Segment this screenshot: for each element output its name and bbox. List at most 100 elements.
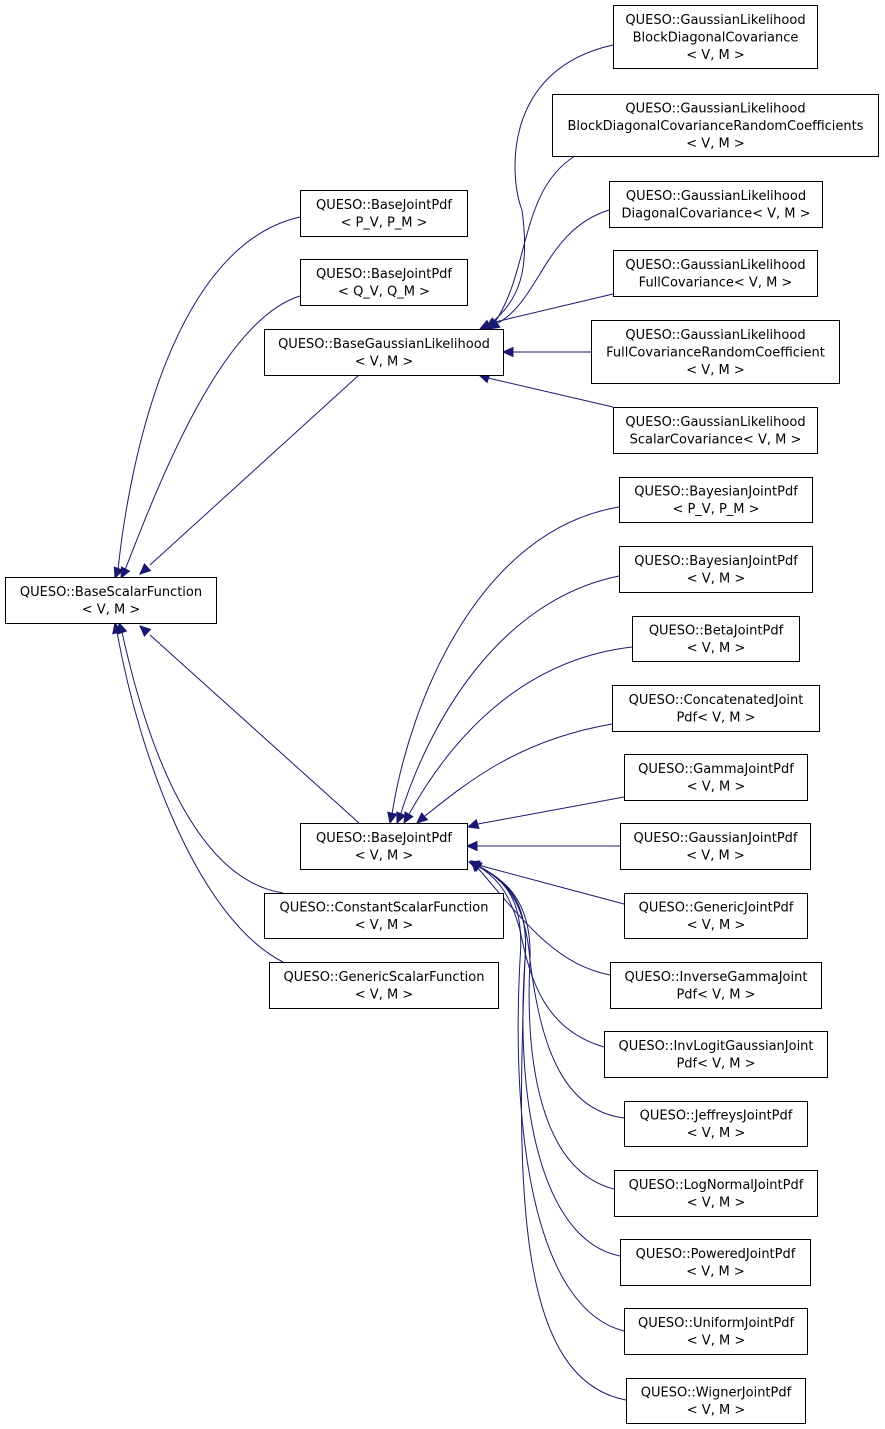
class-box[interactable]: [624, 1101, 808, 1147]
arrowhead-icon: [465, 840, 478, 852]
class-node-beta[interactable]: QUESO::BetaJointPdf< V, M >: [632, 616, 800, 662]
class-node-csf[interactable]: QUESO::ConstantScalarFunction< V, M >: [264, 893, 504, 939]
edge-line: [116, 631, 284, 963]
class-node-basescalar[interactable]: QUESO::BaseScalarFunction< V, M >: [5, 577, 217, 624]
class-box[interactable]: [613, 5, 818, 69]
class-node-glbdrc[interactable]: QUESO::GaussianLikelihoodBlockDiagonalCo…: [552, 94, 879, 157]
arrowhead-icon: [139, 625, 152, 637]
edges-layer: [112, 44, 633, 1401]
class-label-line: Pdf< V, M >: [676, 711, 755, 726]
class-box[interactable]: [610, 962, 822, 1009]
class-label-line: BlockDiagonalCovarianceRandomCoefficient…: [567, 119, 863, 134]
class-node-gls[interactable]: QUESO::GaussianLikelihoodScalarCovarianc…: [613, 407, 818, 454]
edge-line: [407, 646, 633, 817]
class-label-line: < V, M >: [687, 1403, 745, 1418]
class-node-gld[interactable]: QUESO::GaussianLikelihoodDiagonalCovaria…: [609, 181, 823, 228]
class-node-uniform[interactable]: QUESO::UniformJointPdf< V, M >: [624, 1308, 808, 1355]
class-box[interactable]: [626, 1378, 806, 1424]
class-box[interactable]: [300, 823, 468, 870]
class-node-bj_pv[interactable]: QUESO::BaseJointPdf< P_V, P_M >: [300, 190, 468, 237]
arrowhead-icon: [403, 811, 414, 825]
class-label-line: DiagonalCovariance< V, M >: [621, 207, 810, 222]
class-box[interactable]: [264, 893, 504, 939]
class-node-gamma[interactable]: QUESO::GammaJointPdf< V, M >: [624, 754, 808, 801]
class-box[interactable]: [614, 1170, 818, 1217]
class-label-line: < V, M >: [687, 780, 745, 795]
inheritance-edge-bayes-to-bj: [396, 575, 620, 825]
class-box[interactable]: [620, 1239, 811, 1286]
class-label-line: < V, M >: [355, 355, 413, 370]
class-label-line: QUESO::ConstantScalarFunction: [279, 901, 488, 916]
class-label-line: QUESO::PoweredJointPdf: [636, 1247, 796, 1262]
class-label-line: QUESO::WignerJointPdf: [641, 1386, 792, 1401]
inheritance-edge-gld-to-bgl: [487, 209, 610, 330]
edge-line: [477, 867, 611, 976]
class-node-bgl[interactable]: QUESO::BaseGaussianLikelihood< V, M >: [264, 329, 504, 376]
class-label-line: < V, M >: [687, 641, 745, 656]
class-node-bayes[interactable]: QUESO::BayesianJointPdf< V, M >: [619, 546, 813, 593]
class-label-line: QUESO::GaussianLikelihood: [625, 258, 805, 273]
class-box[interactable]: [604, 1031, 828, 1078]
class-node-gsf[interactable]: QUESO::GenericScalarFunction< V, M >: [269, 962, 499, 1009]
class-box[interactable]: [613, 407, 818, 454]
class-box[interactable]: [300, 259, 468, 306]
class-label-line: < P_V, P_M >: [672, 502, 759, 517]
inheritance-edge-bj-to-basescalar: [139, 625, 360, 824]
class-node-bj_qv[interactable]: QUESO::BaseJointPdf< Q_V, Q_M >: [300, 259, 468, 306]
class-box[interactable]: [632, 616, 800, 662]
inheritance-edge-bj_pv-to-basescalar: [113, 216, 301, 580]
class-label-line: QUESO::JeffreysJointPdf: [640, 1109, 793, 1124]
edge-line: [117, 216, 301, 571]
class-box[interactable]: [613, 250, 818, 297]
class-box[interactable]: [264, 329, 504, 376]
edge-line: [494, 293, 614, 323]
class-box[interactable]: [624, 1308, 808, 1355]
inheritance-edge-glf-to-bgl: [484, 293, 614, 328]
class-node-generic[interactable]: QUESO::GenericJointPdf< V, M >: [624, 893, 808, 939]
class-node-lognormal[interactable]: QUESO::LogNormalJointPdf< V, M >: [614, 1170, 818, 1217]
class-box[interactable]: [612, 685, 820, 732]
class-node-powered[interactable]: QUESO::PoweredJointPdf< V, M >: [620, 1239, 811, 1286]
inheritance-edge-bayes_pv-to-bj: [387, 506, 620, 825]
edge-line: [124, 295, 301, 571]
class-box[interactable]: [552, 94, 879, 157]
edge-line: [494, 155, 576, 323]
class-node-gauss[interactable]: QUESO::GaussianJointPdf< V, M >: [620, 823, 811, 870]
class-box[interactable]: [5, 577, 217, 624]
class-node-glbd[interactable]: QUESO::GaussianLikelihoodBlockDiagonalCo…: [613, 5, 818, 69]
class-box[interactable]: [619, 477, 813, 523]
class-node-wigner[interactable]: QUESO::WignerJointPdf< V, M >: [626, 1378, 806, 1424]
class-box[interactable]: [619, 546, 813, 593]
edge-line: [391, 506, 620, 815]
class-box[interactable]: [609, 181, 823, 228]
class-node-glfrc[interactable]: QUESO::GaussianLikelihoodFullCovarianceR…: [591, 320, 840, 384]
inheritance-edge-glbd-to-bgl: [478, 44, 614, 330]
inheritance-edge-beta-to-bj: [403, 646, 633, 825]
class-label-line: < V, M >: [686, 48, 744, 63]
class-box[interactable]: [591, 320, 840, 384]
class-box[interactable]: [269, 962, 499, 1009]
class-box[interactable]: [620, 823, 811, 870]
edge-line: [489, 44, 614, 325]
class-label-line: < V, M >: [355, 918, 413, 933]
class-node-jeffreys[interactable]: QUESO::JeffreysJointPdf< V, M >: [624, 1101, 808, 1147]
edge-line: [477, 865, 625, 1332]
class-node-bj[interactable]: QUESO::BaseJointPdf< V, M >: [300, 823, 468, 870]
arrowhead-icon: [501, 346, 514, 358]
inheritance-edge-gamma-to-bj: [466, 796, 625, 830]
edge-line: [477, 796, 625, 825]
inheritance-edge-bj_qv-to-basescalar: [120, 295, 301, 580]
class-box[interactable]: [624, 893, 808, 939]
class-label-line: QUESO::GenericJointPdf: [639, 901, 794, 916]
class-node-glf[interactable]: QUESO::GaussianLikelihoodFullCovariance<…: [613, 250, 818, 297]
arrowhead-icon: [113, 566, 124, 580]
class-label-line: QUESO::GenericScalarFunction: [284, 970, 485, 985]
arrowhead-icon: [396, 811, 406, 825]
class-box[interactable]: [300, 190, 468, 237]
class-box[interactable]: [624, 754, 808, 801]
class-label-line: < P_V, P_M >: [340, 216, 427, 231]
class-node-bayes_pv[interactable]: QUESO::BayesianJointPdf< P_V, P_M >: [619, 477, 813, 523]
